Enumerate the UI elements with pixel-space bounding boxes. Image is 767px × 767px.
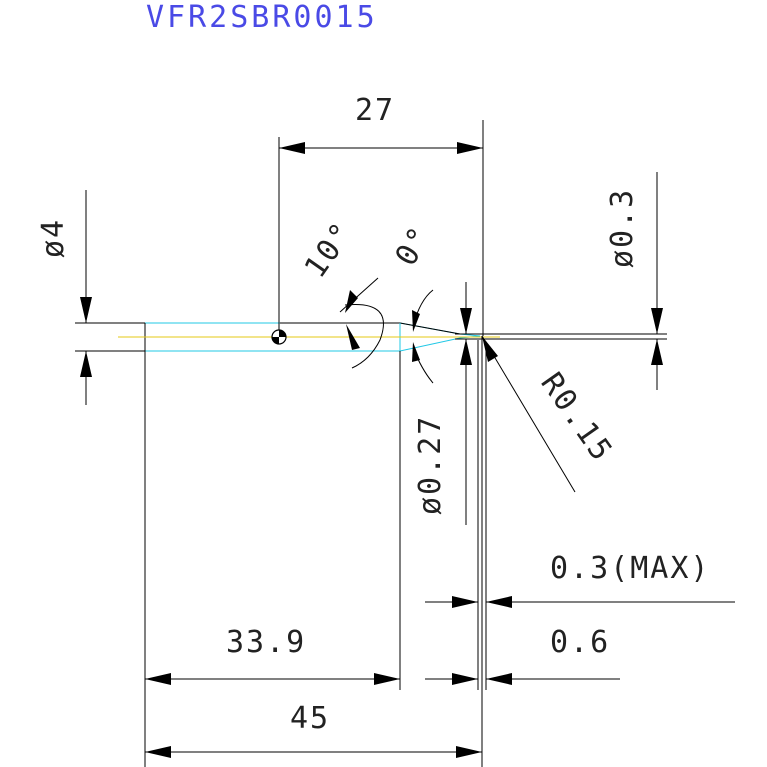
gauge-point-marker [271,329,287,345]
dim-shank-diameter-label: ø4 [36,218,71,258]
dimension-shank-diameter: ø4 [36,190,92,405]
dim-corner-radius-label: R0.15 [533,367,619,469]
dimension-overall-length: 45 [145,701,482,758]
dimension-27: 27 [278,93,484,336]
angle-0-deg: 0° [389,220,439,384]
dimension-corner-radius: R0.15 [481,335,620,493]
dimension-neck-diameter: ø0.27 [413,282,472,525]
dim-effective-length-label: 0.6 [550,625,610,660]
taper-top-edge [399,322,461,335]
dimension-tip-diameter: ø0.3 [605,172,663,390]
dimension-max-offset: 0.3(MAX) [425,551,735,608]
dimension-shank-length: 33.9 [144,351,401,767]
angle-0-label: 0° [389,220,439,272]
dim-shank-length-label: 33.9 [226,625,306,660]
dim-overall-length-label: 45 [290,701,330,736]
angle-10-label: 10° [298,215,361,284]
dim-neck-diameter-label: ø0.27 [413,415,448,515]
dimension-effective-length: 0.6 [425,625,620,685]
dim-tip-diameter-label: ø0.3 [605,188,640,268]
tip-extension-lines [477,336,487,767]
angle-10-deg: 10° [298,215,384,369]
part-number: VFR2SBR0015 [146,0,378,35]
tool-outline [75,322,667,352]
dim-max-offset-label: 0.3(MAX) [550,551,711,586]
dim-27-label: 27 [355,93,395,128]
